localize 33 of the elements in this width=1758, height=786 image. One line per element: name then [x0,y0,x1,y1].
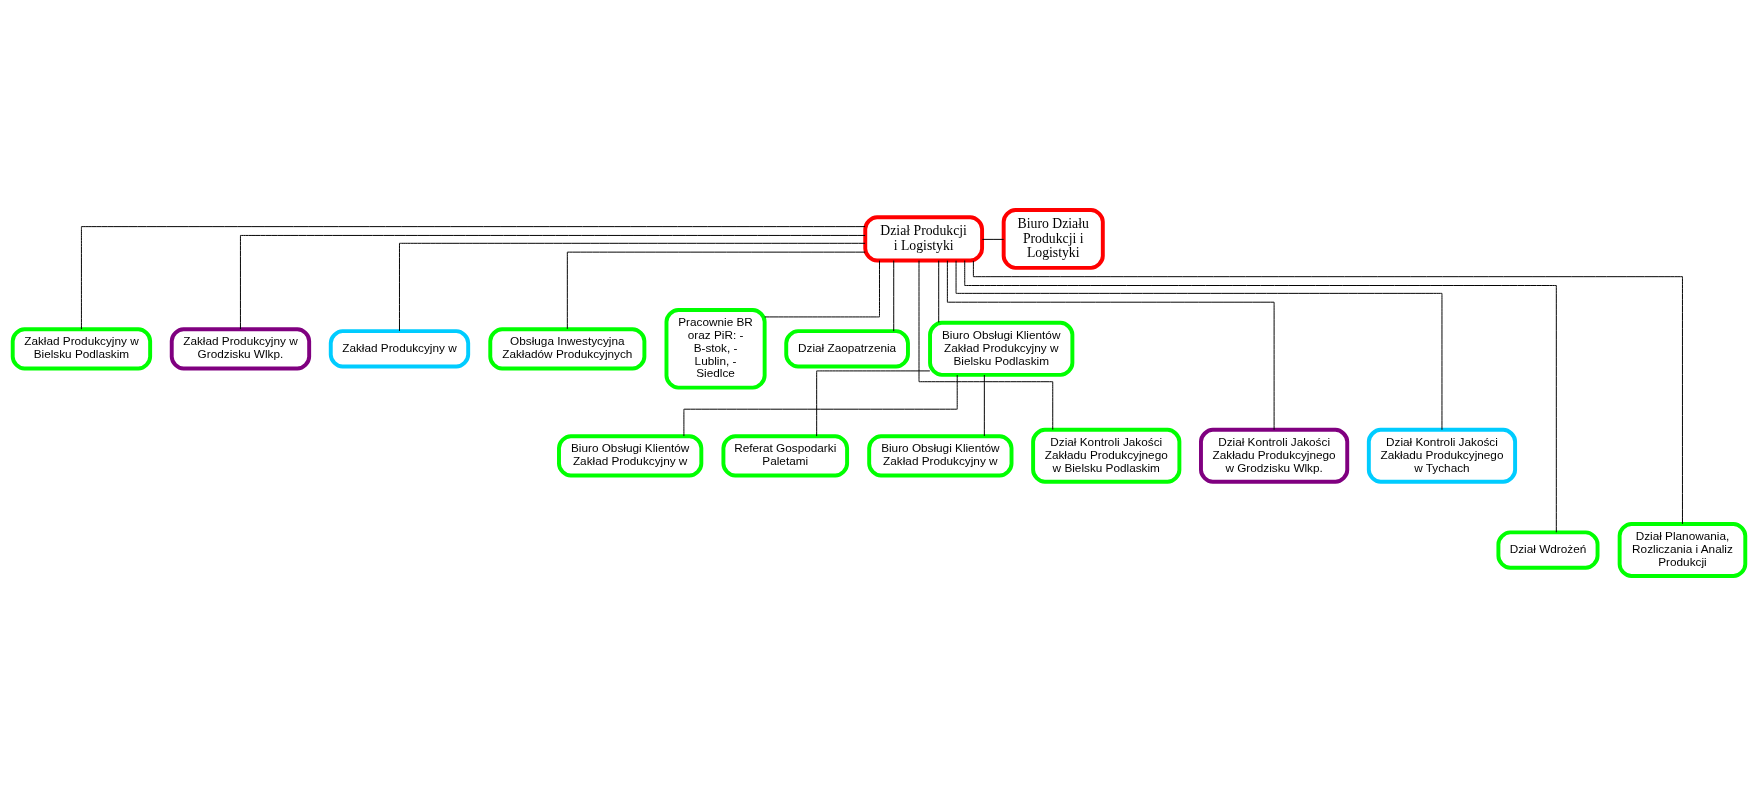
connector [239,234,866,330]
node-box: Dział Produkcji i Logistyki [863,215,985,263]
connector [80,226,866,330]
connector [893,260,895,332]
connector [816,370,931,437]
connector [764,260,880,318]
connector [981,238,1005,240]
node-box: Referat Gospodarki Paletami [721,434,850,478]
node-box: Biuro Obsługi Klientów Zakład Produkcyjny w [557,434,704,478]
node-box: Zakład Produkcyjny w Grodzisku Wlkp. [169,327,312,371]
node-box: Obsługa Inwestycyjna Zakładów Produkcyjnych [488,327,647,371]
node-box: Pracownie BR oraz PiR: - B-stok, - Lublin, - Siedlce [664,308,767,390]
connector [683,374,958,437]
node-box: Biuro Obsługi Klientów Zakład Produkcyjny w [867,434,1014,478]
connector [399,242,866,332]
node-box: Zakład Produkcyjny w [328,329,471,369]
connector [938,260,940,323]
connector [972,260,1683,525]
connector [918,260,1054,430]
node-box: Dział Planowania, Rozliczania i Analiz Produkcji [1617,522,1748,579]
node-box: Dział Kontroli Jakości Zakładu Produkcyjnego w Grodzisku Wlkp. [1199,427,1350,484]
connector [566,251,866,330]
connector [955,260,1443,431]
node-box: Zakład Produkcyjny w Bielsku Podlaskim [10,327,153,371]
connector [983,374,985,437]
node-box: Biuro Obsługi Klientów Zakład Produkcyjny w Bielsku Podlaskim [928,320,1075,377]
node-box: Dział Kontroli Jakości Zakładu Produkcyjnego w Tychach [1366,427,1518,484]
connector [964,260,1557,533]
connector [946,260,1275,431]
node-box: Dział Zaopatrzenia [784,329,910,369]
node-box: Biuro Działu Produkcji i Logistyki [1001,207,1105,270]
node-box: Dział Wdrożeń [1496,530,1600,570]
node-box: Dział Kontroli Jakości Zakładu Produkcyjnego w Bielsku Podlaskim [1031,427,1182,484]
